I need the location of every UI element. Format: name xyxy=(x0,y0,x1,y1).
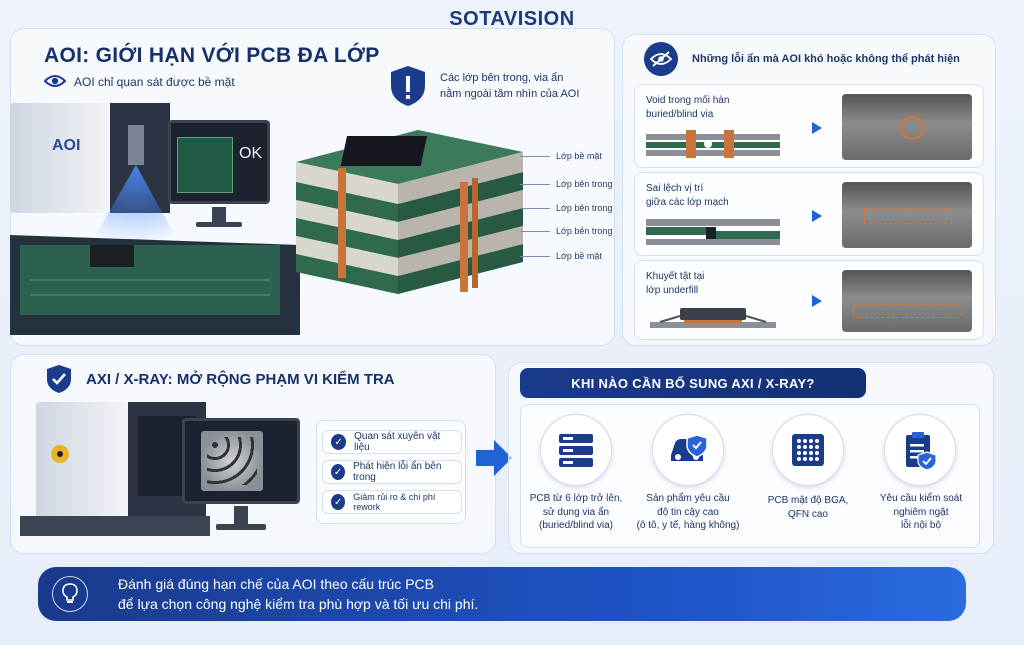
when-item-line: PCB từ 6 lớp trở lên, xyxy=(529,493,623,504)
aoi-machine-label: AOI xyxy=(52,137,81,154)
layer-line-4 xyxy=(520,231,550,232)
layer-line-5 xyxy=(520,256,550,257)
when-item-line: QFN cao xyxy=(787,508,828,520)
benefit-label: Phát hiện lỗi ẩn bên trong xyxy=(353,461,442,483)
hidden-note-line1: Các lớp bên trong, via ẩn xyxy=(440,72,564,84)
check-icon: ✓ xyxy=(331,434,347,450)
benefit-see-through: ✓ Quan sát xuyên vật liệu xyxy=(322,430,462,454)
defect-void-diagram xyxy=(646,128,780,160)
aoi-title: AOI: GIỚI HẠN VỚI PCB ĐA LỚP xyxy=(44,44,380,67)
aoi-surface-note: AOI chỉ quan sát được bề mặt xyxy=(74,75,235,89)
when-item-line: nghiêm ngặt xyxy=(893,506,949,518)
arrow-right-icon xyxy=(812,210,822,222)
layer-label-4: Lớp bên trong xyxy=(556,226,613,236)
monitor-stand xyxy=(212,207,226,223)
benefit-label: Quan sát xuyên vật liệu xyxy=(354,431,441,453)
when-item-line: (buried/blind via) xyxy=(539,520,613,531)
when-item-layers: PCB từ 6 lớp trở lên, sử dụng via ẩn (bu… xyxy=(522,492,630,533)
server-stack-icon xyxy=(540,414,612,486)
check-icon: ✓ xyxy=(331,494,346,510)
layer-label-5: Lớp bề mặt xyxy=(556,251,602,261)
when-item-line: sử dụng via ẩn xyxy=(542,506,610,518)
layer-line-1 xyxy=(520,156,550,157)
aoi-machine-illustration xyxy=(10,95,300,335)
aoi-monitor: OK xyxy=(168,120,270,204)
benefit-reduce-risk: ✓ Giảm rủi ro & chi phí rework xyxy=(322,490,462,514)
when-item-line: Yêu cầu kiểm soát xyxy=(879,493,963,504)
when-item-line: lỗi nội bộ xyxy=(900,520,942,531)
pcb-stack-illustration xyxy=(288,122,538,302)
layer-label-2: Lớp bên trong xyxy=(556,179,613,189)
arrow-right-large-icon xyxy=(474,438,514,478)
when-item-line: độ tin cậy cao xyxy=(657,506,719,518)
defect-void-photo xyxy=(842,94,972,160)
defect-misalign-line2: giữa các lớp mạch xyxy=(646,197,729,208)
lightbulb-icon xyxy=(52,576,88,612)
arrow-right-icon xyxy=(812,122,822,134)
check-icon: ✓ xyxy=(331,464,346,480)
layer-label-3: Lớp bên trong xyxy=(556,203,613,213)
defects-title: Những lỗi ẩn mà AOI khó hoặc không thể p… xyxy=(692,53,960,65)
monitor-base xyxy=(216,524,266,530)
shield-alert-icon xyxy=(388,64,428,108)
eye-icon xyxy=(43,73,67,89)
footer-banner: Đánh giá đúng hạn chế của AOI theo cấu t… xyxy=(38,567,966,621)
defect-misalign-photo xyxy=(842,182,972,248)
xray-monitor xyxy=(182,418,300,504)
shield-check-icon xyxy=(46,364,72,394)
eye-slash-icon xyxy=(644,42,678,76)
when-item-line: Sản phẩm yêu cầu xyxy=(646,493,730,504)
when-item-bga: PCB mật độ BGA, QFN cao xyxy=(752,494,864,521)
monitor-ok-text: OK xyxy=(239,145,263,162)
benefit-label: Giảm rủi ro & chi phí rework xyxy=(353,492,436,512)
defect-misalign-diagram xyxy=(646,215,780,247)
brand-logo: SOTAVISION xyxy=(449,8,575,30)
defect-underfill-diagram xyxy=(646,304,780,332)
footer-line1: Đánh giá đúng hạn chế của AOI theo cấu t… xyxy=(118,576,434,592)
benefit-hidden-defects: ✓ Phát hiện lỗi ẩn bên trong xyxy=(322,460,462,484)
defect-misalign-line1: Sai lệch vị trí xyxy=(646,183,704,194)
layer-line-2 xyxy=(520,184,550,185)
when-item-control: Yêu cầu kiểm soát nghiêm ngặt lỗi nội bộ xyxy=(866,492,976,533)
defect-underfill-photo xyxy=(842,270,972,332)
clipboard-check-icon xyxy=(884,414,956,486)
layer-line-3 xyxy=(520,208,550,209)
car-shield-icon xyxy=(652,414,724,486)
bga-chip-icon xyxy=(772,414,844,486)
defect-void-line2: buried/blind via xyxy=(646,109,714,120)
defect-void-line1: Void trong mối hàn xyxy=(646,95,730,106)
axi-title: AXI / X-RAY: MỞ RỘNG PHẠM VI KIỂM TRA xyxy=(86,371,395,388)
monitor-base xyxy=(196,222,242,227)
hidden-note-line2: nằm ngoài tầm nhìn của AOI xyxy=(440,88,580,100)
when-item-reliability: Sản phẩm yêu cầu độ tin cậy cao (ô tô, y… xyxy=(630,492,746,533)
monitor-stand xyxy=(234,506,248,524)
when-item-line: PCB mật độ BGA, xyxy=(767,495,849,506)
defect-underfill-line2: lớp underfill xyxy=(646,285,699,296)
when-title: KHI NÀO CẦN BỔ SUNG AXI / X-RAY? xyxy=(520,368,866,398)
arrow-right-icon xyxy=(812,295,822,307)
radiation-icon xyxy=(53,447,67,461)
defect-underfill-line1: Khuyết tật tại xyxy=(646,271,705,282)
when-item-line: (ô tô, y tế, hàng không) xyxy=(636,520,740,531)
layer-label-1: Lớp bề mặt xyxy=(556,151,602,161)
footer-line2: để lựa chọn công nghệ kiểm tra phù hợp v… xyxy=(118,596,479,612)
